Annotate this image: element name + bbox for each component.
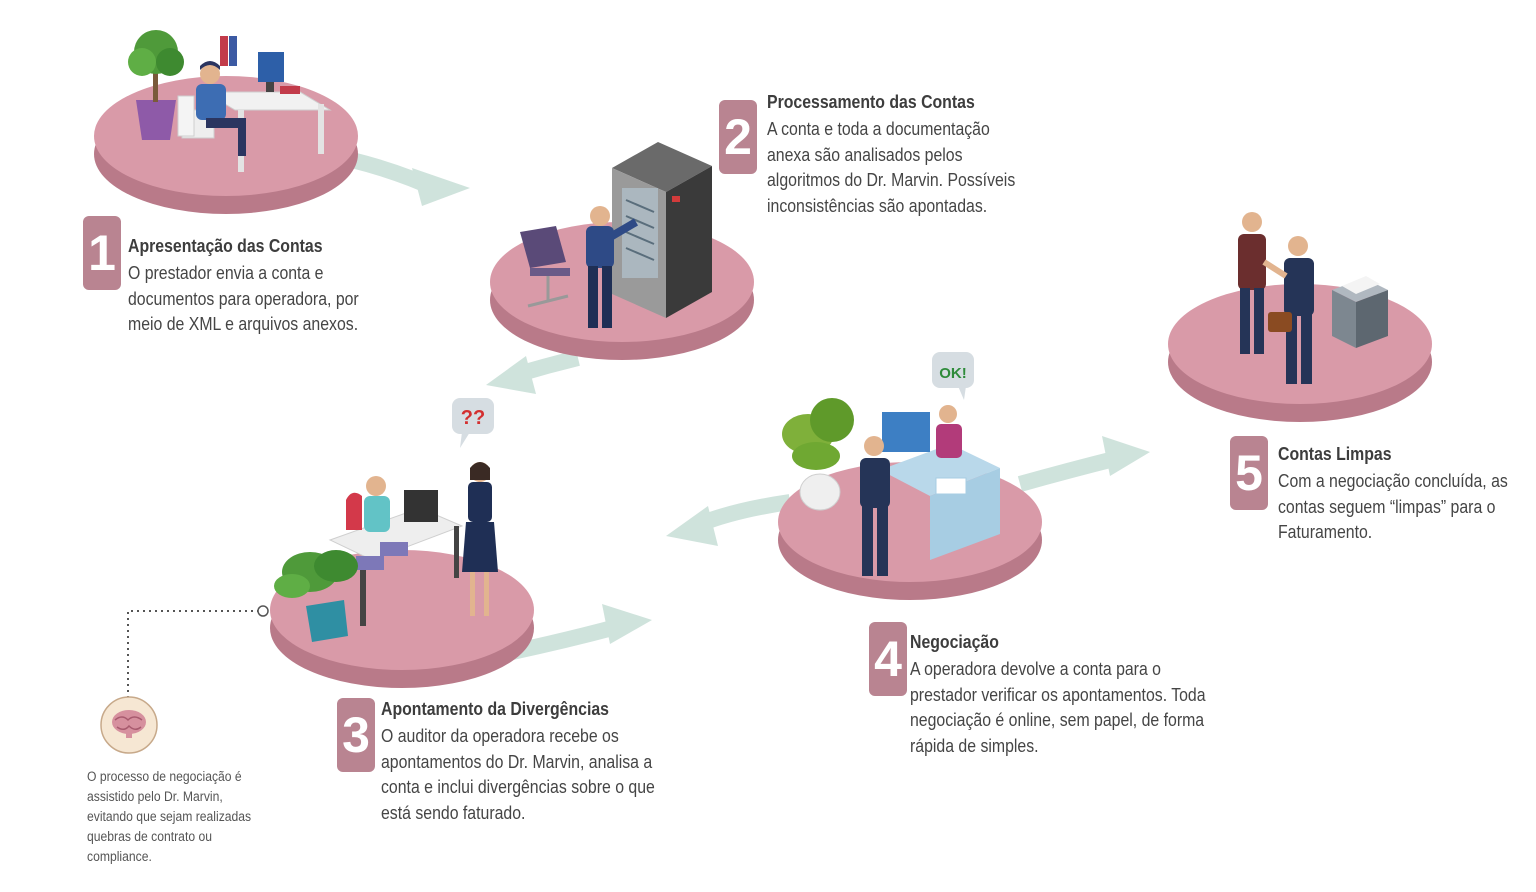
step-5-text: Contas Limpas Com a negociação concluída…: [1278, 443, 1528, 546]
technician-icon: [586, 206, 639, 328]
step-2-text: Processamento das Contas A conta e toda …: [767, 91, 1037, 219]
step-5-description: Com a negociação concluída, as contas se…: [1278, 471, 1508, 542]
question-speech-bubble: ??: [452, 398, 494, 448]
step-1-description: O prestador envia a conta e documentos p…: [128, 263, 359, 334]
step-1-text: Apresentação das Contas O prestador envi…: [128, 235, 388, 338]
flow-arrow-4-to-3: [666, 494, 792, 546]
standing-woman-icon: [462, 462, 498, 616]
handshake-icon: [1238, 212, 1314, 384]
server-rack-icon: [612, 142, 712, 318]
step-1-number: 1: [83, 216, 121, 290]
ok-speech-bubble: OK!: [932, 352, 974, 400]
step-5-number: 5: [1230, 436, 1268, 510]
step-2-title: Processamento das Contas: [767, 92, 975, 112]
ok-bubble-text: OK!: [939, 365, 967, 382]
flow-arrow-2-to-3: [486, 350, 580, 394]
office-desk-icon: [177, 36, 332, 172]
filing-cabinet-icon: [1332, 276, 1388, 348]
office-chair-icon: [520, 226, 570, 308]
step-5-title: Contas Limpas: [1278, 444, 1392, 464]
plant-icon: [274, 550, 358, 642]
plant-icon: [128, 30, 184, 140]
person-at-desk-icon: [196, 61, 246, 156]
question-bubble-text: ??: [461, 407, 485, 429]
step-3-number: 3: [337, 698, 375, 772]
step-4-number: 4: [869, 622, 907, 696]
step-2-description: A conta e toda a documentação anexa são …: [767, 119, 1016, 216]
step-3-description: O auditor da operadora recebe os apontam…: [381, 726, 655, 823]
plant-icon: [782, 398, 854, 511]
brain-icon: [100, 696, 158, 754]
step-2-number: 2: [719, 100, 757, 174]
step-3-text: Apontamento da Divergências O auditor da…: [381, 698, 681, 826]
dr-marvin-note: O processo de negociação é assistido pel…: [87, 769, 252, 864]
step-4-description: A operadora devolve a conta para o prest…: [910, 659, 1206, 756]
auditor-desk-icon: [328, 476, 464, 626]
negotiation-desk-icon: [880, 405, 1000, 560]
step-4-text: Negociação A operadora devolve a conta p…: [910, 631, 1230, 759]
flow-arrow-1-to-2: [350, 152, 470, 206]
step-3-title: Apontamento da Divergências: [381, 699, 609, 719]
note-connector: [127, 605, 269, 698]
flow-arrow-4-to-5: [1017, 436, 1150, 492]
step-1-title: Apresentação das Contas: [128, 236, 323, 256]
step-4-title: Negociação: [910, 632, 999, 652]
man-on-phone-icon: [860, 436, 890, 576]
